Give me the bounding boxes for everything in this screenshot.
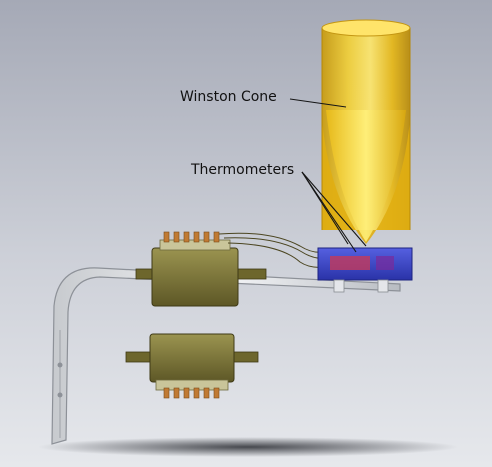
l-bracket [51,267,401,445]
lower-connector [125,333,259,399]
mount-screw [333,279,345,293]
floor-shadow [38,437,458,457]
winston-cone-label: Winston Cone [180,89,277,105]
bracket-hole [57,362,63,368]
winston-cone [321,19,411,244]
detector-mount [317,247,413,293]
thermometer-leader [301,171,357,253]
thermometer-leader [301,171,367,247]
connector-pins [163,387,220,399]
upper-connector [135,231,333,307]
thermometers-label: Thermometers [191,162,295,178]
leader-lines [289,98,367,253]
bracket-hole [57,392,63,398]
winston-cone-leader [289,98,347,108]
mount-screw [377,279,389,293]
connector-pins [163,231,220,243]
